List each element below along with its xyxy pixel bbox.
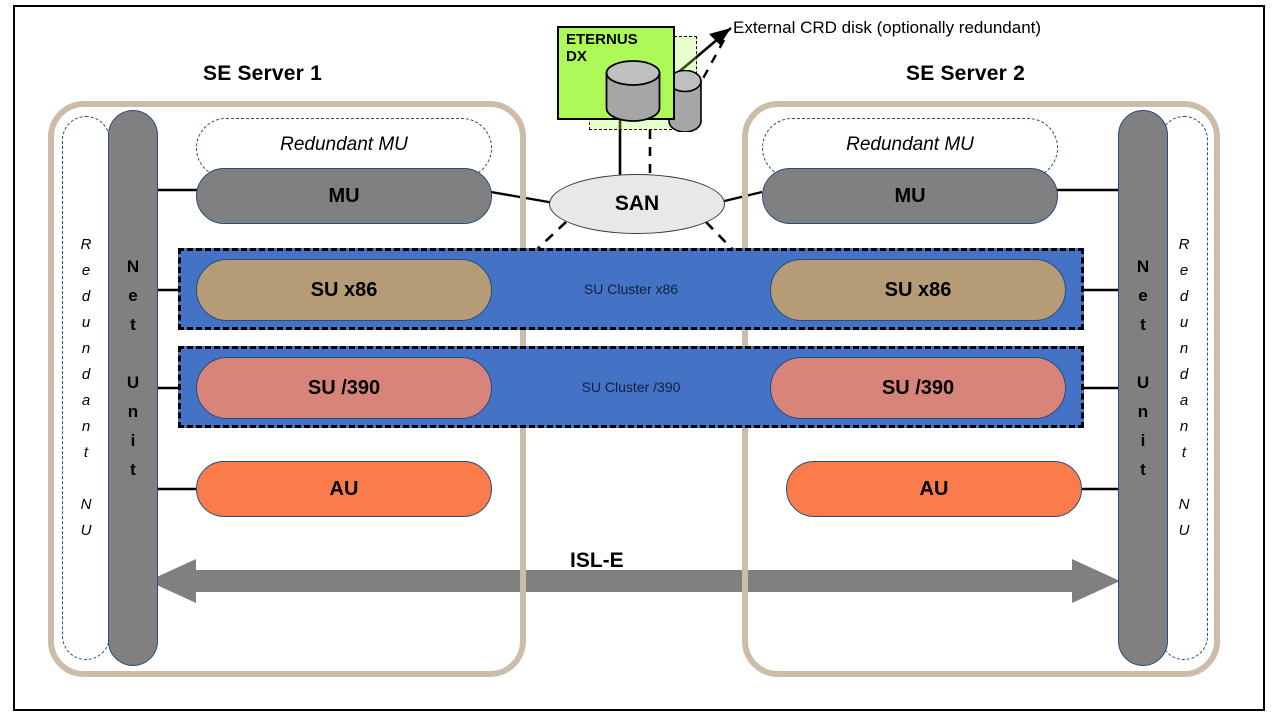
su-cluster-x86-label: SU Cluster x86 (583, 281, 679, 297)
redundant-nu-right-label: R e d u n d a n t N U (1178, 236, 1190, 539)
mu-node-right[interactable]: MU (762, 168, 1058, 224)
redundant-mu-right-label: Redundant MU (846, 134, 974, 155)
su-x86-node-right[interactable]: SU x86 (770, 259, 1066, 321)
disk-cylinder-icon (605, 60, 661, 122)
san-node[interactable]: SAN (549, 174, 725, 234)
su-x86-node-left[interactable]: SU x86 (196, 259, 492, 321)
net-unit-right-label: N e t U n i t (1136, 257, 1150, 479)
se-server-2-title: SE Server 2 (906, 62, 1025, 85)
se-server-1-title: SE Server 1 (203, 62, 322, 85)
outer-frame (13, 5, 1265, 711)
su-390-node-left[interactable]: SU /390 (196, 357, 492, 419)
mu-node-left[interactable]: MU (196, 168, 492, 224)
net-unit-left-label: N e t U n i t (126, 257, 140, 479)
au-node-right[interactable]: AU (786, 461, 1082, 517)
net-unit-left[interactable] (108, 110, 158, 666)
au-node-left[interactable]: AU (196, 461, 492, 517)
net-unit-right[interactable] (1118, 110, 1168, 666)
su-cluster-390-label: SU Cluster /390 (581, 379, 681, 395)
external-crd-disk-callout: External CRD disk (optionally redundant) (733, 18, 1042, 37)
redundant-nu-left-label: R e d u n d a n t N U (80, 236, 92, 539)
su-390-node-right[interactable]: SU /390 (770, 357, 1066, 419)
isl-e-label: ISL-E (570, 549, 624, 572)
redundant-mu-left-label: Redundant MU (280, 134, 408, 155)
eternus-dx-label: ETERNUS DX (566, 31, 638, 65)
disk-cylinder-icon-redundant (668, 70, 702, 132)
